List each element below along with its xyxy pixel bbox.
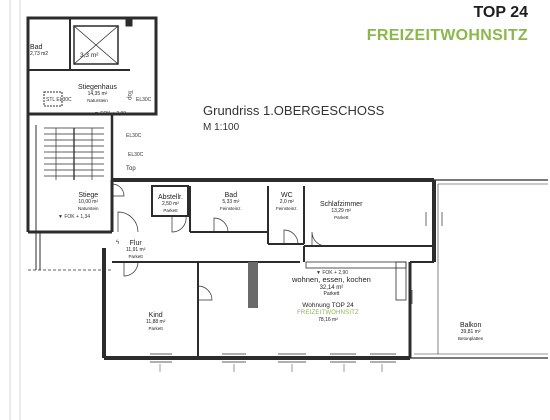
room-area: 2,50 m² — [161, 201, 179, 208]
unit-number: TOP 24 — [473, 4, 528, 21]
room-stiege: Stiege 10,00 m² Naturstein — [78, 192, 99, 211]
room-name: WC — [281, 192, 293, 199]
top-note-upper: Top — [125, 90, 132, 100]
el30c-lower-note: EL30C — [128, 152, 144, 158]
room-floor: Betonplatten — [458, 335, 484, 341]
room-area: 2,73 m2 — [30, 51, 49, 58]
apartment-title: Wohnung TOP 24 — [302, 302, 354, 309]
window-markers — [150, 212, 443, 363]
room-floor: Parkett — [128, 253, 143, 259]
room-floor: Parkett — [323, 290, 340, 297]
apartment-walls — [102, 178, 436, 360]
electric-symbol-icon: ϟ — [116, 240, 120, 246]
el30c-right-note: EL30C — [136, 97, 152, 103]
interior-walls — [112, 185, 434, 358]
balcony-outline — [410, 179, 548, 359]
el30c-note: EL30C — [126, 133, 142, 139]
room-name: Flur — [129, 240, 142, 247]
plan-scale: M 1:100 — [203, 122, 240, 133]
room-abstellraum: Abstellr. 2,50 m² Parkett — [158, 194, 183, 213]
door-swings — [111, 183, 327, 301]
plan-title: Grundriss 1.OBERGESCHOSS — [203, 103, 385, 118]
room-name: Kind — [148, 312, 163, 319]
room-name: Schlafzimmer — [320, 201, 363, 208]
stl-left-note: STL EL30C — [46, 97, 72, 103]
fok-stair-note: ▼ FOK + 2,90 — [94, 111, 127, 117]
room-wc: WC 2,0 m² Feinsteinz. — [276, 192, 298, 211]
room-name: Balkon — [459, 322, 482, 329]
room-area: 10,00 m² — [78, 199, 99, 206]
apartment-summary: Wohnung TOP 24 FREIZEITWOHNSITZ 78,16 m² — [268, 302, 388, 323]
room-name: wohnen, essen, kochen — [292, 275, 371, 284]
room-bad-small: Bad 2,73 m2 — [30, 44, 48, 58]
room-floor: Naturstein — [78, 205, 99, 211]
room-name: Bad — [30, 44, 43, 51]
room-name: Stiege — [78, 192, 99, 199]
room-floor: Parkett — [163, 207, 178, 213]
room-area: 11,88 m² — [146, 319, 166, 326]
room-bad: Bad 5,33 m² Feinsteinz. — [220, 192, 242, 211]
room-floor: Parkett — [334, 214, 349, 220]
room-floor: Feinsteinz. — [276, 205, 298, 211]
room-area: 39,81 m² — [460, 329, 481, 336]
room-kind: Kind 11,88 m² Parkett — [146, 312, 165, 331]
room-area: 3,3 m² — [80, 52, 99, 59]
core-walls — [26, 16, 158, 116]
room-area: 13,29 m² — [331, 208, 352, 215]
room-name: Bad — [224, 192, 238, 199]
room-balkon: Balkon 39,81 m² Betonplatten — [458, 322, 483, 341]
room-wohnen: wohnen, essen, kochen 32,14 m² Parkett — [292, 275, 371, 297]
dimension-ticks — [159, 364, 383, 372]
room-floor: Naturstein — [87, 97, 108, 103]
room-aufzug: 3,3 m² — [80, 52, 98, 59]
top-note-mid: Top — [126, 166, 136, 172]
room-floor: Parkett — [148, 325, 163, 331]
room-schlafzimmer: Schlafzimmer 13,29 m² Parkett — [320, 201, 362, 220]
room-area: 14,35 m² — [87, 91, 108, 98]
stair-walls — [26, 114, 114, 271]
room-area: 11,91 m² — [126, 247, 146, 254]
brand-label: FREIZEITWOHNSITZ — [366, 27, 528, 44]
fok-stiege-note: ▼ FOK + 1,34 — [58, 214, 91, 220]
apartment-brand: FREIZEITWOHNSITZ — [297, 309, 359, 316]
apartment-area: 78,16 m² — [318, 316, 338, 323]
background-lines — [9, 0, 21, 420]
room-area: 5,33 m² — [222, 199, 240, 206]
room-floor: Feinsteinz. — [220, 205, 242, 211]
kitchen-counter — [248, 261, 407, 308]
staircase — [44, 127, 104, 180]
room-area: 2,0 m² — [279, 199, 294, 206]
fok-wohnen-note: ▼ FOK + 2,90 — [316, 270, 349, 276]
room-stiegenhaus: Stiegenhaus 14,35 m² Naturstein — [78, 84, 117, 103]
room-area: 32,14 m² — [319, 284, 344, 291]
room-name: Abstellr. — [158, 194, 183, 201]
room-flur: Flur 11,91 m² Parkett — [126, 240, 145, 259]
room-name: Stiegenhaus — [78, 84, 117, 91]
